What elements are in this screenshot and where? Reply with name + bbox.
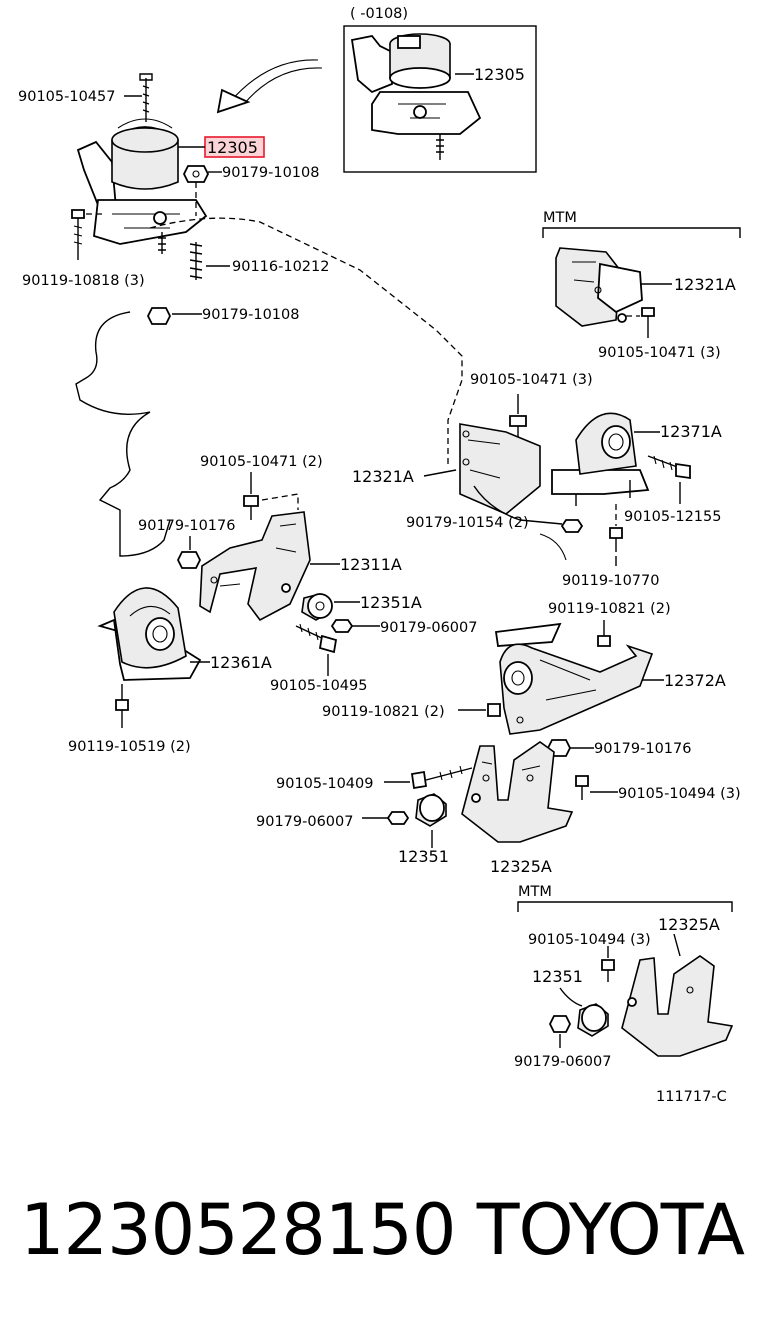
label-90116-10212: 90116-10212 <box>232 259 330 275</box>
stud-90116-10212 <box>189 242 203 280</box>
mtm-group-bottom: MTM <box>517 884 734 1057</box>
bolt-90119-10770 <box>609 527 623 552</box>
label-90105-10495: 90105-10495 <box>270 678 368 694</box>
inset-engine-mount <box>350 33 482 160</box>
label-90105-10409: 90105-10409 <box>276 776 374 792</box>
bolt-90105-10471-left <box>243 472 259 520</box>
mount-12361a <box>97 587 202 681</box>
label-90179-06007-b: 90179-06007 <box>256 814 354 830</box>
label-12371a: 12371A <box>660 422 722 441</box>
label-90105-10457: 90105-10457 <box>18 89 116 105</box>
label-90179-10176-left: 90179-10176 <box>138 518 236 534</box>
label-mtm-1: MTM <box>543 210 577 226</box>
label-90105-10494-b: 90105-10494 (3) <box>528 932 651 948</box>
label-90119-10821-top: 90119-10821 (2) <box>548 601 671 617</box>
parts-diagram: ( -0108) 12305 <box>18 6 741 1105</box>
label-12351-a: 12351 <box>398 847 449 866</box>
caption-footer: 1230528150 TOYOTA <box>0 1170 760 1290</box>
label-12325a-b: 12325A <box>658 915 720 934</box>
label-90105-10494-a: 90105-10494 (3) <box>618 786 741 802</box>
bolt-90119-10519 <box>115 684 129 728</box>
inset-frame <box>343 25 537 173</box>
nut-90179-10176-left <box>176 551 202 569</box>
nut-90179-06007-b <box>386 811 410 825</box>
label-90105-10471-left: 90105-10471 (2) <box>200 454 323 470</box>
label-90179-10108-a: 90179-10108 <box>222 165 320 181</box>
label-12305-inset: 12305 <box>474 65 525 84</box>
bolt-90119-10821-top <box>597 620 611 647</box>
label-12311a: 12311A <box>340 555 402 574</box>
label-12372a: 12372A <box>664 671 726 690</box>
mtm-group-top: MTM <box>542 210 741 338</box>
label-12361a: 12361A <box>210 653 272 672</box>
bolt-90119-10821-mid <box>487 703 501 717</box>
label-90119-10818: 90119-10818 (3) <box>22 273 145 289</box>
label-90105-10471-top: 90105-10471 (3) <box>598 345 721 361</box>
brand-name: TOYOTA <box>476 1189 745 1271</box>
label-90119-10519: 90119-10519 (2) <box>68 739 191 755</box>
bolt-90105-10495 <box>295 623 338 654</box>
label-mtm-2: MTM <box>518 884 552 900</box>
label-90179-10176-right: 90179-10176 <box>594 741 692 757</box>
inset-header: ( -0108) <box>350 6 408 22</box>
label-12321a-top: 12321A <box>674 275 736 294</box>
label-12305-main: 12305 <box>207 138 258 157</box>
label-90119-10821-mid: 90119-10821 (2) <box>322 704 445 720</box>
reference-code: 111717-C <box>656 1089 727 1105</box>
mount-12371a <box>551 412 650 506</box>
part-number: 1230528150 <box>20 1189 456 1271</box>
label-90105-10471-mid: 90105-10471 (3) <box>470 372 593 388</box>
label-12351-b: 12351 <box>532 967 583 986</box>
bolt-90105-10409 <box>410 765 473 790</box>
label-90179-10108-b: 90179-10108 <box>202 307 300 323</box>
label-12325a-a: 12325A <box>490 857 552 876</box>
label-90179-06007-c: 90179-06007 <box>514 1054 612 1070</box>
label-12351a: 12351A <box>360 593 422 612</box>
label-90119-10770: 90119-10770 <box>562 573 660 589</box>
nut-90179-10108-a <box>182 165 210 183</box>
mount-12372a <box>494 622 654 735</box>
bracket-12311a <box>199 511 311 622</box>
label-90179-10154: 90179-10154 (2) <box>406 515 529 531</box>
nut-90179-10108-b <box>146 307 172 325</box>
bolt-90105-12155 <box>647 455 691 480</box>
label-90105-12155: 90105-12155 <box>624 509 722 525</box>
bushing-12351a <box>301 593 333 621</box>
bracket-12325a-a <box>461 741 574 843</box>
label-12321a-mid: 12321A <box>352 467 414 486</box>
bracket-12321a-mid <box>459 423 541 515</box>
nut-90179-06007-a <box>330 619 354 633</box>
inset-box: ( -0108) 12305 <box>343 6 537 173</box>
bolt-90105-10494-a <box>575 775 589 800</box>
bushing-12351-a <box>415 793 447 827</box>
main-engine-mount <box>76 73 208 254</box>
bolt-90105-10471-mid <box>509 415 527 440</box>
nut-90179-10154 <box>560 519 584 533</box>
bolt-90119-10818 <box>71 209 85 260</box>
pointer-arrow <box>216 59 323 114</box>
label-90179-06007-a: 90179-06007 <box>380 620 478 636</box>
